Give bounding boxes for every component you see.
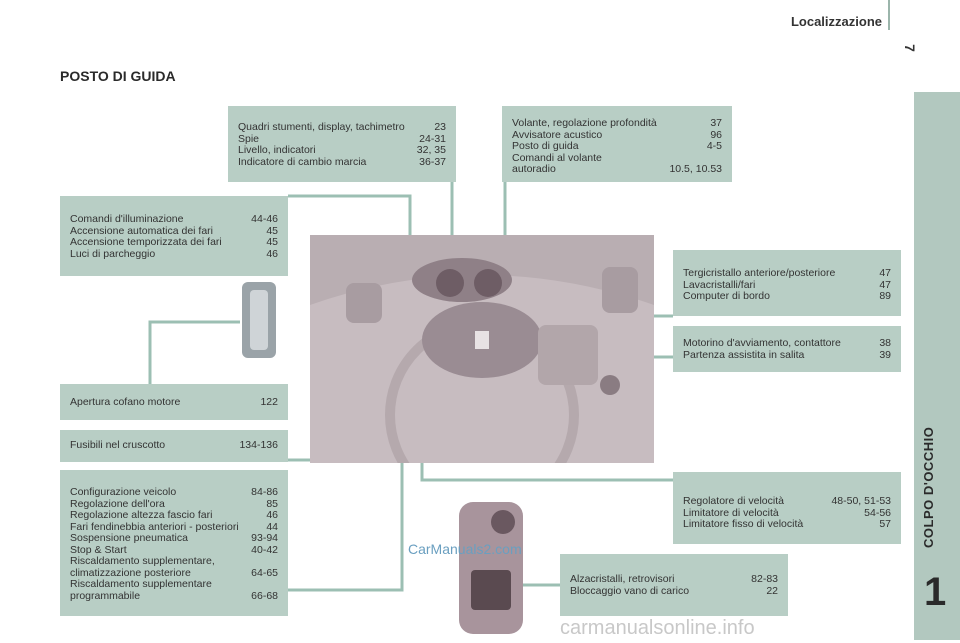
window-controls-photo <box>455 498 527 638</box>
dashboard-photo <box>310 235 654 463</box>
page-title: POSTO DI GUIDA <box>60 68 176 84</box>
section-header: Localizzazione <box>790 14 882 29</box>
box-row: Riscaldamento supplementare <box>70 578 212 590</box>
box-row: Comandi al volante <box>512 151 602 164</box>
watermark-footer: carmanualsonline.info <box>560 617 755 639</box>
hood-release-photo <box>238 280 280 360</box>
watermark-carmanuals: CarManuals2.com <box>408 541 522 557</box>
header-divider <box>888 0 890 30</box>
box-row: Riscaldamento supplementare, <box>70 555 215 567</box>
chapter-number: 1 <box>924 570 947 614</box>
chapter-sidebar <box>914 92 960 640</box>
